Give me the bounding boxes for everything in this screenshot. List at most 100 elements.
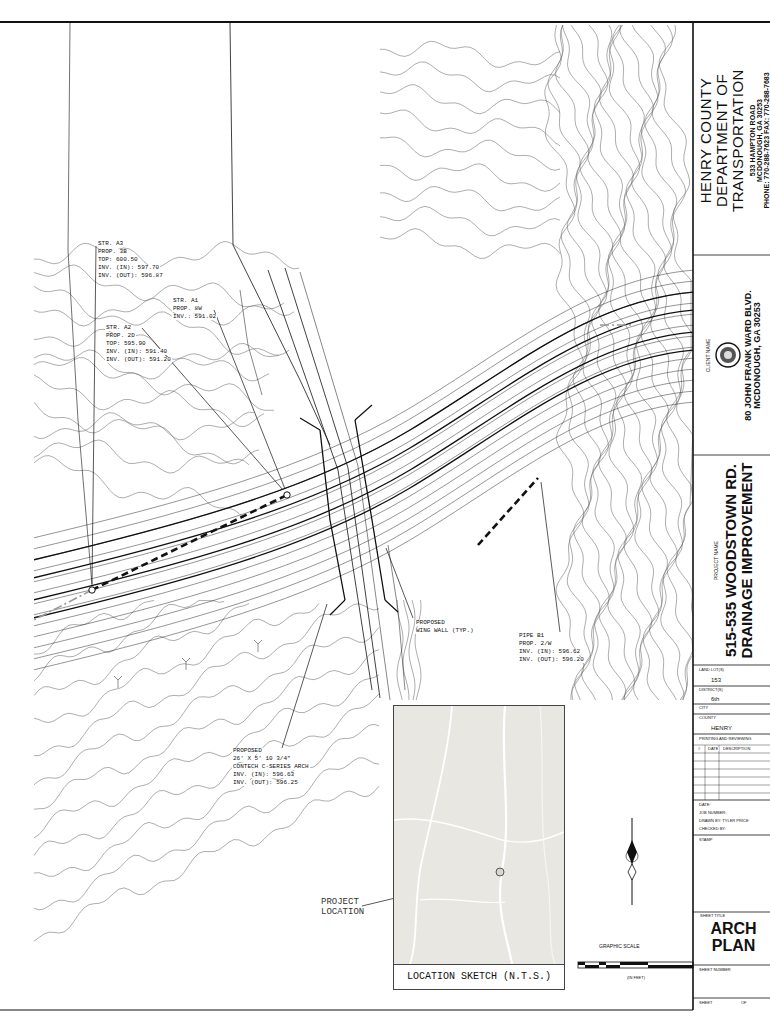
contour-lines xyxy=(34,412,254,440)
contour-lines xyxy=(415,600,421,700)
road-lines xyxy=(34,292,693,560)
road-lines xyxy=(34,270,693,670)
graphic-scale-bar xyxy=(599,962,606,965)
drawing-frame xyxy=(0,21,770,23)
north-arrow xyxy=(628,864,636,880)
contour-lines xyxy=(34,627,379,784)
storm-pipes xyxy=(284,492,290,498)
callout-text: PROP. 2D xyxy=(105,333,136,339)
property-line xyxy=(230,23,330,445)
location-label: LOCATION xyxy=(320,908,365,917)
graphic-scale-bar xyxy=(648,965,693,968)
contour-lines xyxy=(34,456,244,519)
field-label: CHECKED BY: xyxy=(698,827,727,831)
graphic-scale-bar xyxy=(606,965,620,968)
contour-lines xyxy=(34,25,693,941)
agency-panel: HENRY COUNTY DEPARTMENT OF TRANSPORTATIO… xyxy=(697,25,770,255)
road-lines xyxy=(34,270,693,538)
north-arrow xyxy=(626,818,638,905)
agency-address: 533 HAMPTON ROAD xyxy=(748,104,755,175)
contour-lines xyxy=(380,206,560,235)
title-block-grid xyxy=(705,745,719,800)
table-header: DESCRIPTION xyxy=(722,747,751,751)
field-label: DISTRICT(S) xyxy=(698,688,724,692)
callout-text: PROPOSED xyxy=(415,620,446,626)
location-map xyxy=(420,899,505,903)
contour-lines xyxy=(588,25,626,700)
contour-lines xyxy=(34,358,269,381)
callout-text: INV. (IN): 597.70 xyxy=(97,265,160,271)
field-label: STAMP xyxy=(698,838,713,842)
storm-pipes xyxy=(34,590,92,620)
contour-lines xyxy=(380,137,560,170)
contour-lines xyxy=(34,604,379,756)
field-label: COUNTY xyxy=(698,716,717,720)
scale-label: GRAPHIC SCALE xyxy=(598,944,641,949)
arch-culvert-edge xyxy=(320,430,345,600)
callout-text: INV. (OUT): 596.25 xyxy=(232,780,299,786)
leader-lines xyxy=(386,548,413,618)
field-label: CITY xyxy=(698,706,709,710)
callout-text: STR. A2 xyxy=(105,325,132,331)
location-label: PROJECT xyxy=(320,898,360,907)
storm-pipes xyxy=(34,325,632,620)
road-lines xyxy=(34,292,693,560)
contour-lines xyxy=(397,600,403,700)
contour-lines xyxy=(652,25,693,700)
table-header: # xyxy=(697,747,701,751)
project-name: 515-535 WOODSTOWN RD. DRAINAGE IMPROVEME… xyxy=(722,459,754,661)
graphic-scale-bar xyxy=(585,965,592,968)
callout-text: INV. (IN): 591.40 xyxy=(105,349,168,355)
project-panel-rotated: PROJECT NAME 515-535 WOODSTOWN RD. DRAINA… xyxy=(697,455,770,665)
creek-culvert-lines xyxy=(68,23,405,700)
graphic-scale-bar xyxy=(592,965,599,968)
drawing-frame xyxy=(0,22,770,1010)
location-map xyxy=(410,706,452,964)
contour-lines xyxy=(380,41,560,67)
location-map xyxy=(394,819,564,842)
contour-lines xyxy=(645,25,684,700)
callout-text: STR. A1 xyxy=(172,298,199,304)
callout-text: 26' X 5' 10 3/4" xyxy=(232,756,292,762)
callout-text: PROP. 3B xyxy=(97,249,128,255)
client-panel-rotated: CLIENT NAME80 JOHN FRANK WARD BLVD. MCDO… xyxy=(697,255,770,455)
contour-lines xyxy=(34,604,249,696)
storm-pipes xyxy=(600,324,632,326)
road-lines xyxy=(34,402,693,670)
contour-lines xyxy=(34,600,224,681)
callout-text: CONTECH C-SERIES ARCH xyxy=(232,764,310,770)
road-lines xyxy=(34,358,693,626)
callout-text: TOP: 595.90 xyxy=(105,341,147,347)
agency-address: MCDONOUGH, GA 30253 xyxy=(755,99,762,182)
field-label: JOB NUMBER: xyxy=(698,811,727,815)
agency-phone: PHONE: 770-288-7623 FAX: 770-288-7683 xyxy=(762,72,769,208)
field-label: SHEET xyxy=(698,1001,713,1005)
title-block-grid xyxy=(693,255,770,998)
callout-text: PROP. 2/W xyxy=(518,641,552,647)
field-value: 153 xyxy=(710,677,722,683)
panel-heading: PROJECT NAME xyxy=(713,540,718,579)
contour-lines xyxy=(632,25,677,700)
contour-lines xyxy=(34,402,259,464)
callout-text: INV. (OUT): 591.20 xyxy=(105,357,172,363)
panel-heading: CLIENT NAME xyxy=(705,338,710,372)
table-header: DATE xyxy=(707,747,719,751)
contour-lines xyxy=(380,62,560,92)
county-logo xyxy=(716,343,740,367)
location-map xyxy=(540,706,555,964)
north-arrow xyxy=(627,840,637,864)
field-label: DATE: xyxy=(698,803,711,807)
project-panel: PROJECT NAME 515-535 WOODSTOWN RD. DRAINA… xyxy=(697,455,770,665)
callout-text: TOP: 600.50 xyxy=(97,257,139,263)
sketch-caption: LOCATION SKETCH (N.T.S.) xyxy=(407,972,551,983)
north-arrow xyxy=(626,850,638,862)
drawing-frame xyxy=(0,1010,693,1011)
field-label: PRINTING AND REVIEWING xyxy=(698,737,752,741)
callout-text: INV. (IN): 596.62 xyxy=(518,649,581,655)
callout-text: PIPE B1 xyxy=(518,633,545,639)
storm-pipes xyxy=(89,587,95,593)
graphic-scale-bar xyxy=(578,962,693,968)
contour-lines xyxy=(659,25,693,700)
road-lines xyxy=(34,380,693,648)
contour-lines xyxy=(34,694,379,855)
